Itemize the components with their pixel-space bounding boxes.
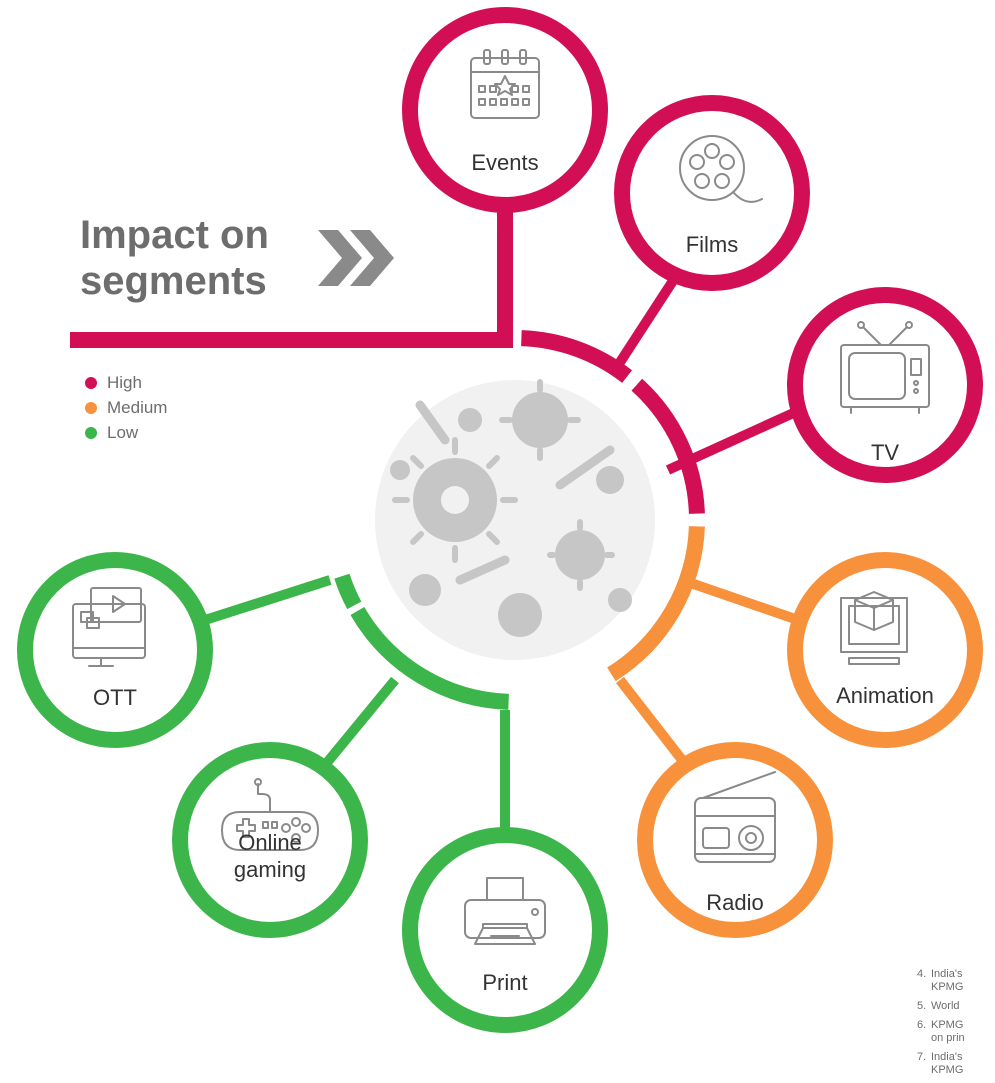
virus-illustration — [375, 379, 655, 660]
segment-label-films: Films — [686, 232, 739, 257]
title-connector-line — [70, 200, 513, 348]
segment-label-gaming-2: gaming — [234, 857, 306, 882]
segment-ring-print — [402, 827, 608, 1033]
printer-icon — [464, 877, 546, 945]
segment-ring-events — [402, 7, 608, 213]
segment-ring-radio — [637, 742, 833, 938]
footnote-number: 5. — [917, 1000, 927, 1012]
segment-node-tv: TV — [787, 287, 983, 483]
animation-connector — [680, 575, 800, 625]
legend-dot-high — [85, 376, 97, 389]
segment-label-events: Events — [471, 150, 538, 175]
impact-arc-high — [521, 330, 633, 383]
title-line-2: segments — [80, 259, 267, 303]
segment-node-radio: Radio — [637, 742, 833, 938]
legend-item-low: Low — [85, 420, 167, 445]
animation-cube-monitor-icon — [840, 591, 908, 665]
legend-label-high: High — [107, 372, 142, 392]
segment-ring-tv — [787, 287, 983, 483]
footnote-item: 5. World — [917, 1000, 995, 1013]
segment-ring-films — [614, 95, 810, 291]
segment-node-films: Films — [614, 95, 810, 291]
segment-label-animation: Animation — [836, 683, 934, 708]
segment-ring-ott — [17, 552, 213, 748]
gaming-connector — [321, 676, 399, 769]
segment-label-radio: Radio — [706, 890, 763, 915]
ott-connector — [203, 575, 332, 625]
ott-monitor-icon — [72, 587, 146, 667]
impact-legend: High Medium Low — [85, 370, 167, 445]
legend-item-high: High — [85, 370, 167, 395]
legend-label-medium: Medium — [107, 397, 168, 417]
calendar-star-icon — [470, 49, 540, 119]
legend-dot-medium — [85, 401, 97, 414]
films-connector — [610, 267, 685, 373]
legend-item-medium: Medium — [85, 395, 167, 420]
footnote-text-continued: on prin — [931, 1032, 965, 1044]
footnote-number: 4. — [917, 968, 927, 980]
radio-connector — [616, 676, 690, 769]
segment-label-print: Print — [482, 970, 527, 995]
radio-icon — [694, 771, 776, 863]
impact-arc-low — [334, 573, 362, 610]
segment-node-ott: OTT — [17, 552, 213, 748]
segment-ring-animation — [787, 552, 983, 748]
legend-label-low: Low — [107, 422, 139, 442]
impact-arc-low — [350, 606, 509, 710]
impact-arc-high — [631, 378, 705, 514]
segment-node-print: Print — [402, 827, 608, 1033]
segment-label-tv: TV — [871, 440, 899, 465]
film-reel-icon — [679, 135, 763, 203]
footnote-text: KPMG — [931, 1019, 964, 1031]
diagram-title: Impact on segments — [80, 212, 269, 304]
television-icon — [840, 321, 930, 414]
segment-label-ott: OTT — [93, 685, 137, 710]
impact-arc-medium — [607, 526, 705, 682]
footnote-text: World — [931, 1000, 960, 1012]
footnote-text: India's — [931, 968, 963, 980]
footnote-number: 6. — [917, 1019, 927, 1031]
segment-ring-gaming — [172, 742, 368, 938]
title-line-1: Impact on — [80, 213, 269, 257]
segment-label-gaming-1: Online — [238, 830, 302, 855]
footnote-number: 7. — [917, 1051, 927, 1063]
segment-node-events: Events — [402, 7, 608, 213]
footnote-text-continued: KPMG — [931, 1064, 964, 1076]
double-chevron-icon — [318, 230, 394, 286]
legend-dot-low — [85, 426, 97, 439]
footnote-text: India's — [931, 1051, 963, 1063]
segment-node-animation: Animation — [787, 552, 983, 748]
gamepad-icon — [221, 778, 319, 851]
footnote-text-continued: KPMG — [931, 981, 964, 993]
